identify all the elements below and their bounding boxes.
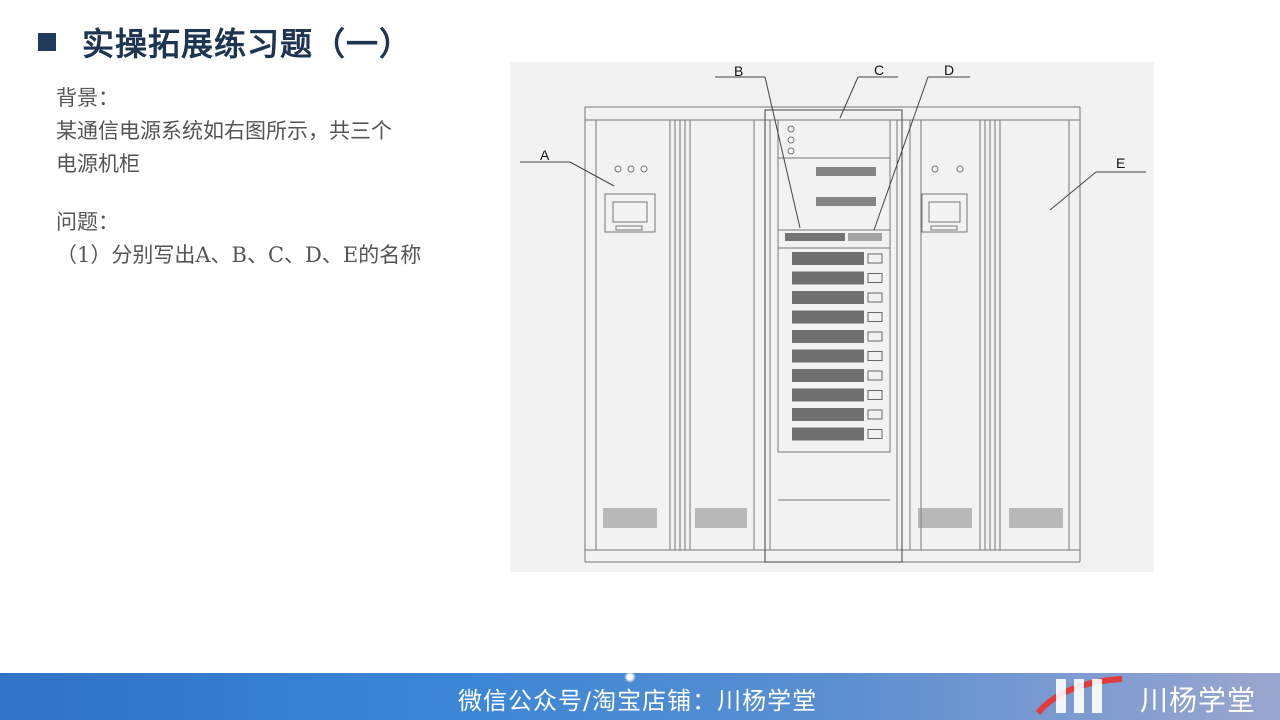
- brand-logo-icon: [1035, 676, 1123, 715]
- rectifier-module: [792, 252, 864, 265]
- background-section: 背景： 某通信电源系统如右图所示，共三个 电源机柜: [56, 82, 456, 181]
- rectifier-handle: [867, 292, 883, 303]
- sparkle-icon: [624, 671, 636, 683]
- callout-d-label: D: [944, 62, 954, 78]
- background-line-2: 电源机柜: [56, 152, 140, 176]
- rectifier-handle: [867, 390, 883, 400]
- rectifier-handle: [867, 370, 883, 381]
- footer-brand-name: 川杨学堂: [1140, 684, 1257, 717]
- rectifier-module: [792, 388, 864, 402]
- rectifier-module: [792, 330, 864, 343]
- rectifier-module: [792, 271, 864, 285]
- question-label: 问题：: [56, 210, 119, 234]
- power-cabinet-figure: A B C D E: [510, 62, 1154, 572]
- rectifier-handle: [867, 312, 883, 322]
- footer-bar: 微信公众号/淘宝店铺：川杨学堂 川杨学堂: [0, 671, 1280, 720]
- cabinet-drawing: A B C D E: [520, 62, 1146, 563]
- slide-title-row: 实操拓展练习题（一）: [38, 20, 412, 64]
- rectifier-module: [792, 427, 864, 441]
- rectifier-module: [792, 349, 864, 363]
- rectifier-handle: [867, 273, 883, 283]
- rectifier-handle: [867, 351, 883, 361]
- rectifier-module: [792, 408, 864, 421]
- callout-a-label: A: [540, 147, 550, 163]
- background-label: 背景：: [56, 86, 119, 110]
- slide-title: 实操拓展练习题（一）: [82, 25, 413, 63]
- callout-c-label: C: [874, 62, 884, 78]
- callout-e-label: E: [1116, 155, 1125, 171]
- question-section: 问题： （1）分别写出A、B、C、D、E的名称: [56, 206, 456, 272]
- rectifier-module: [792, 291, 864, 304]
- rectifier-handle: [867, 331, 883, 342]
- background-line-1: 某通信电源系统如右图所示，共三个: [56, 119, 392, 143]
- title-bullet: [38, 33, 56, 51]
- rectifier-module: [792, 310, 864, 324]
- rectifier-handle: [867, 253, 883, 264]
- footer-contact-text: 微信公众号/淘宝店铺：川杨学堂: [458, 687, 818, 715]
- callout-b-label: B: [734, 63, 743, 79]
- rectifier-handle: [867, 429, 883, 439]
- rectifier-handle: [867, 409, 883, 420]
- question-text: （1）分别写出A、B、C、D、E的名称: [56, 243, 422, 267]
- rectifier-module: [792, 369, 864, 382]
